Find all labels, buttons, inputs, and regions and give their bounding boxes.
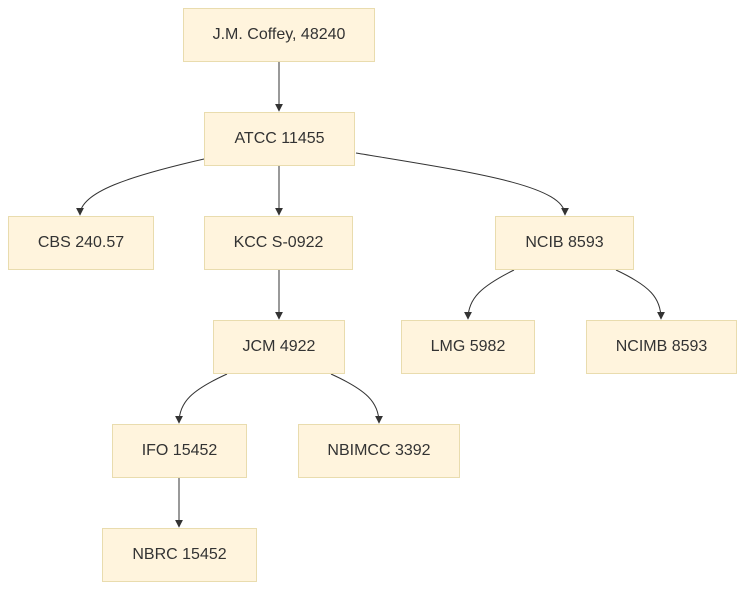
node-ncimb-8593: NCIMB 8593 [586, 320, 737, 374]
node-atcc-11455: ATCC 11455 [204, 112, 355, 166]
node-nbrc-15452: NBRC 15452 [102, 528, 257, 582]
node-ifo-15452: IFO 15452 [112, 424, 247, 478]
node-jcm-4922: JCM 4922 [213, 320, 345, 374]
edge-ncib-ncimb [615, 269, 665, 320]
node-ncib-8593: NCIB 8593 [495, 216, 634, 270]
edge-atcc-cbs [76, 158, 205, 216]
edge-atcc-ncib [355, 152, 569, 216]
edge-ncib-lmg [464, 269, 515, 320]
node-kcc-s-0922: KCC S-0922 [204, 216, 353, 270]
node-nbimcc-3392: NBIMCC 3392 [298, 424, 460, 478]
node-jm-coffey-48240: J.M. Coffey, 48240 [183, 8, 375, 62]
node-lmg-5982: LMG 5982 [401, 320, 535, 374]
edge-jcm-ifo [175, 373, 228, 424]
edge-jcm-nbimcc [330, 373, 383, 424]
node-cbs-240-57: CBS 240.57 [8, 216, 154, 270]
